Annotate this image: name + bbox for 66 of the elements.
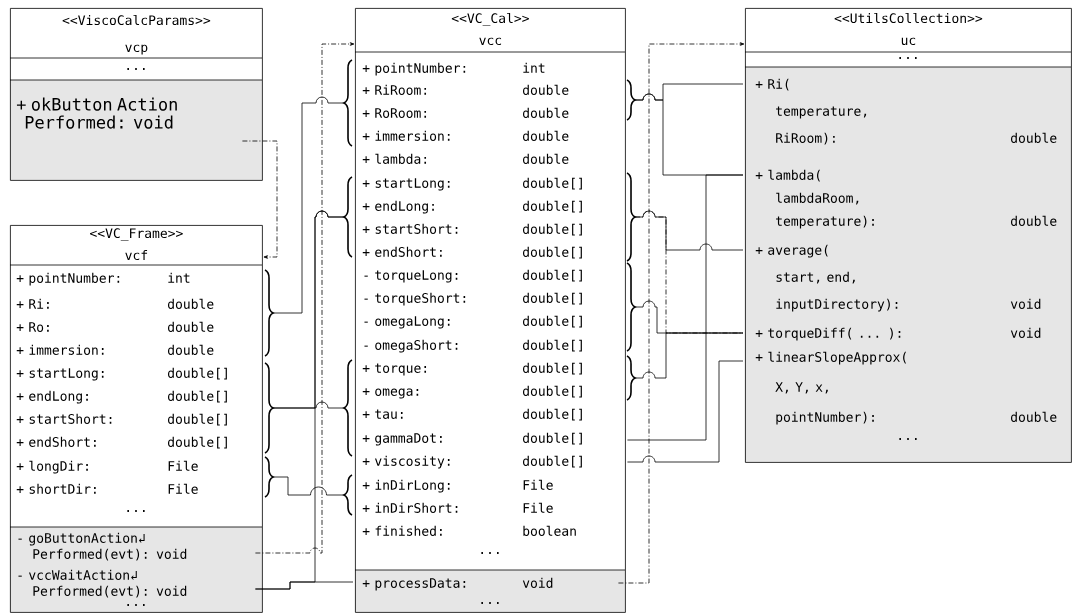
method-row: - vccWaitAction↲ Performed(evt): void bbox=[18, 569, 187, 598]
dependency-arrow bbox=[618, 42, 745, 584]
attribute-row: + immersion: double bbox=[362, 130, 569, 141]
attribute-row: + startShort: double[] bbox=[362, 223, 582, 236]
attribute-row: + inDirLong: File bbox=[362, 479, 553, 493]
curly-brace bbox=[626, 262, 636, 352]
curly-brace bbox=[626, 79, 636, 121]
connector-line bbox=[627, 360, 744, 463]
ellipsis: ... bbox=[127, 68, 145, 70]
attribute-row: + torque: double[] bbox=[362, 362, 582, 376]
attribute-row: + gammaDot: double[] bbox=[362, 432, 582, 446]
method-row: + okButton Action Performed: void bbox=[16, 97, 177, 129]
attribute-row: - torqueLong: double[] bbox=[364, 269, 582, 283]
ellipsis: ... bbox=[481, 602, 499, 604]
ellipsis: ... bbox=[899, 438, 917, 440]
connector-line bbox=[255, 210, 345, 590]
ellipsis: ... bbox=[127, 510, 145, 512]
attribute-row: + Ri: double bbox=[16, 298, 214, 309]
curly-brace bbox=[264, 362, 274, 454]
ellipsis: ... bbox=[127, 604, 145, 606]
curly-brace bbox=[343, 59, 353, 147]
attribute-row: + endShort: double[] bbox=[362, 246, 582, 259]
method-row: + processData: void bbox=[362, 577, 553, 591]
attribute-row: + finished: boolean bbox=[362, 525, 576, 536]
attribute-row: - torqueShort: double[] bbox=[364, 292, 582, 306]
curly-brace bbox=[264, 269, 274, 357]
attribute-row: + RoRoom: double bbox=[362, 107, 569, 118]
attribute-row: + omega: double[] bbox=[362, 385, 582, 399]
ellipsis: ... bbox=[481, 552, 499, 554]
attribute-row: + immersion: double bbox=[16, 344, 214, 355]
attribute-row: + lambda: double bbox=[362, 153, 569, 164]
connector-line bbox=[634, 332, 744, 379]
connector-line bbox=[272, 96, 345, 314]
attribute-row: - omegaShort: double[] bbox=[364, 339, 582, 353]
connector-line bbox=[627, 174, 744, 441]
attribute-row: + endLong: double[] bbox=[362, 200, 582, 214]
attribute-row: + startShort: double[] bbox=[16, 413, 227, 426]
method-row: + linearSlopeApprox( X, Y, x, pointNumber): double bbox=[755, 351, 1057, 425]
attribute-row: + Ro: double bbox=[16, 321, 214, 332]
attribute-row: + pointNumber: int bbox=[362, 62, 545, 76]
attribute-row: + pointNumber: int bbox=[16, 272, 190, 286]
curly-brace bbox=[343, 176, 353, 258]
attribute-row: + viscosity: double[] bbox=[362, 455, 582, 469]
curly-brace bbox=[264, 456, 274, 498]
ellipsis: ... bbox=[899, 57, 917, 59]
attribute-row: + shortDir: File bbox=[16, 483, 198, 494]
dependency-arrow bbox=[255, 42, 355, 554]
connector-line bbox=[272, 401, 345, 409]
method-row: + torqueDiff( ... ): void bbox=[755, 327, 1041, 341]
attribute-row: + RiRoom: double bbox=[362, 84, 569, 95]
curly-brace bbox=[626, 172, 636, 262]
curly-brace bbox=[626, 355, 636, 401]
method-row: + lambda( lambdaRoom, temperature): double bbox=[755, 169, 1057, 229]
attribute-row: + endShort: double[] bbox=[16, 436, 227, 449]
method-row: + Ri( temperature, RiRoom): double bbox=[755, 78, 1057, 145]
method-row: - goButtonAction↲ Performed(evt): void bbox=[18, 532, 187, 561]
dependency-arrow bbox=[242, 140, 278, 259]
attribute-row: + longDir: File bbox=[16, 460, 198, 474]
curly-brace bbox=[343, 359, 353, 457]
attribute-row: + tau: double[] bbox=[362, 408, 582, 421]
attribute-row: - omegaLong: double[] bbox=[364, 315, 582, 329]
attribute-row: + inDirShort: File bbox=[362, 502, 553, 513]
curly-brace bbox=[343, 474, 353, 516]
attribute-row: + startLong: double[] bbox=[16, 367, 227, 381]
attribute-row: + startLong: double[] bbox=[362, 177, 582, 191]
attribute-row: + endLong: double[] bbox=[16, 390, 227, 404]
